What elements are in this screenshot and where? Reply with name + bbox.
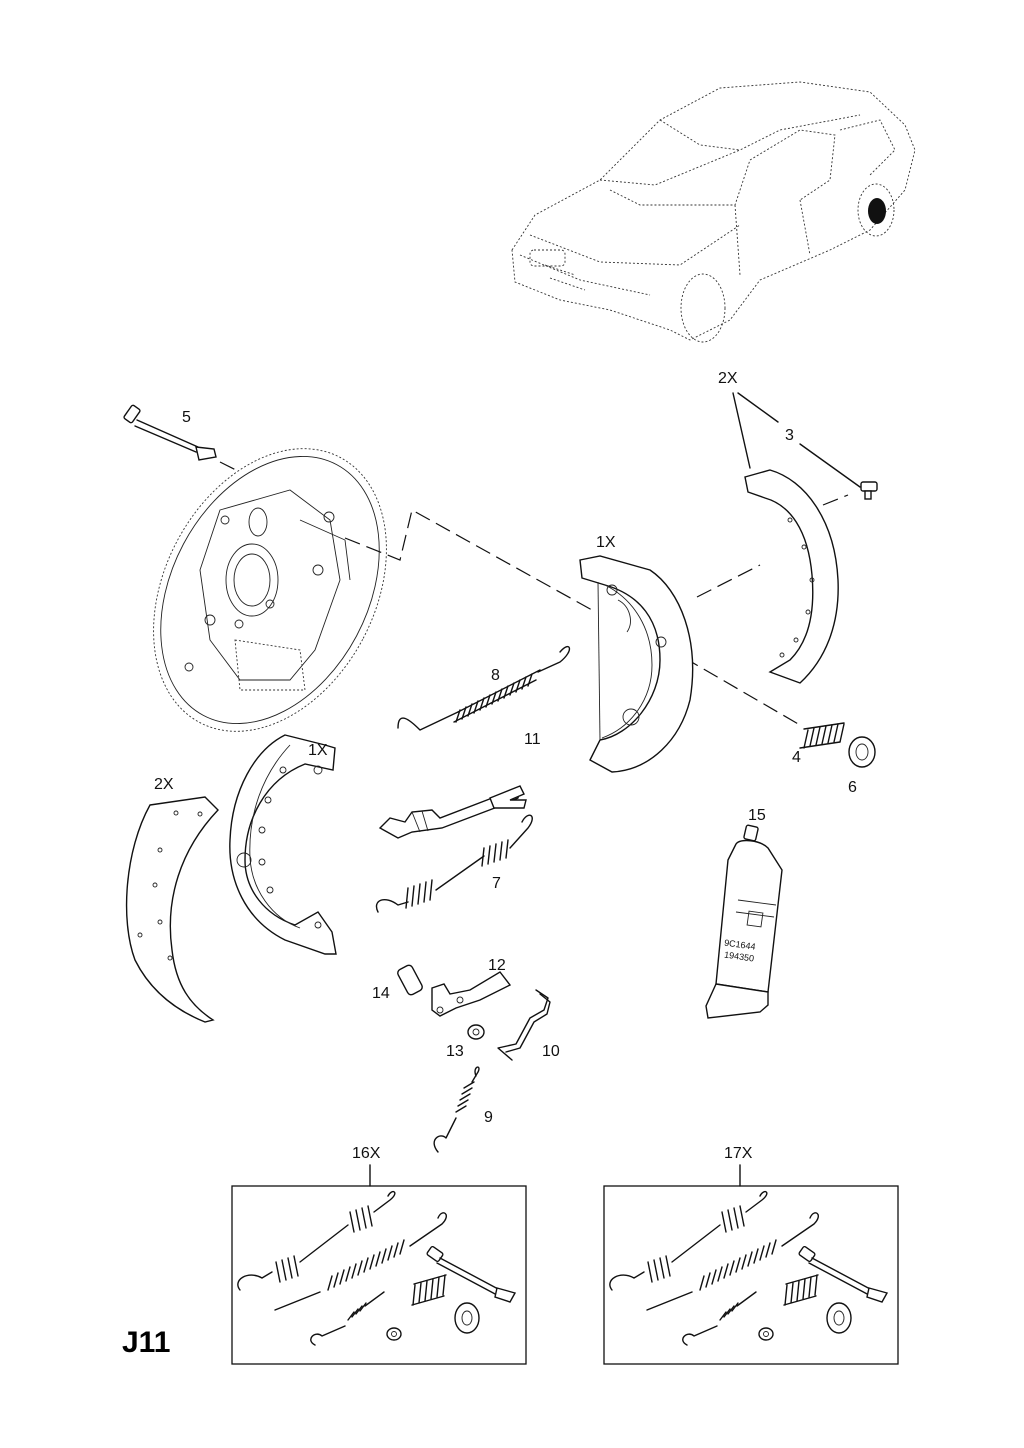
kit-17x [603, 1164, 899, 1365]
label-part-4: 4 [792, 749, 801, 766]
label-part-9: 9 [484, 1109, 493, 1126]
label-part-14: 14 [372, 985, 390, 1002]
part-15-grease-tube: 9C1644 194350 [705, 824, 783, 1019]
label-leader-lines [732, 392, 861, 488]
label-part-12: 12 [488, 957, 506, 974]
part-6-spring-cap [848, 736, 876, 768]
label-part-2x-left: 2X [154, 776, 174, 793]
label-kit-16x: 16X [352, 1145, 381, 1162]
label-part-1x-left: 1X [308, 742, 328, 759]
label-part-15: 15 [748, 807, 766, 824]
part-12-lever [431, 971, 512, 1017]
tube-text-line-1: 9C1644 [724, 938, 757, 952]
kit-16x [231, 1164, 527, 1365]
part-7-double-spring [375, 814, 533, 913]
part-2x-lining-left [125, 796, 219, 1023]
car-illustration [511, 81, 916, 343]
callout-labels: 5 2X 3 1X 8 11 1X 2X 4 6 15 7 12 14 13 1… [154, 370, 857, 1162]
label-part-5: 5 [182, 409, 191, 426]
label-part-13: 13 [446, 1043, 464, 1060]
part-1x-brake-shoe-left [229, 734, 337, 955]
part-8-return-spring [397, 646, 571, 731]
part-9-small-spring [433, 1066, 480, 1153]
part-1x-brake-shoe-center [579, 555, 694, 773]
part-2x-lining-right [744, 469, 839, 684]
assembly-leader-lines [344, 494, 849, 726]
label-kit-17x: 17X [724, 1145, 753, 1162]
label-part-8: 8 [491, 667, 500, 684]
part-10-wire-strut [497, 989, 551, 1061]
label-part-6: 6 [848, 779, 857, 796]
page-code: J11 [122, 1326, 170, 1359]
label-part-3: 3 [785, 427, 794, 444]
label-part-10: 10 [542, 1043, 560, 1060]
part-5-hold-down-pin [123, 404, 237, 471]
brake-backing-plate [153, 448, 387, 732]
label-part-2x-top: 2X [718, 370, 738, 387]
part-11-adjuster [378, 785, 527, 839]
part-13-washer [467, 1024, 485, 1040]
label-part-7: 7 [492, 875, 501, 892]
part-4-coil-spring [799, 722, 845, 749]
part-3-rivet [860, 481, 878, 500]
label-part-11: 11 [524, 731, 541, 748]
tube-text-line-2: 194350 [724, 950, 755, 964]
label-part-1x-center: 1X [596, 534, 616, 551]
part-14-sleeve [397, 964, 423, 996]
